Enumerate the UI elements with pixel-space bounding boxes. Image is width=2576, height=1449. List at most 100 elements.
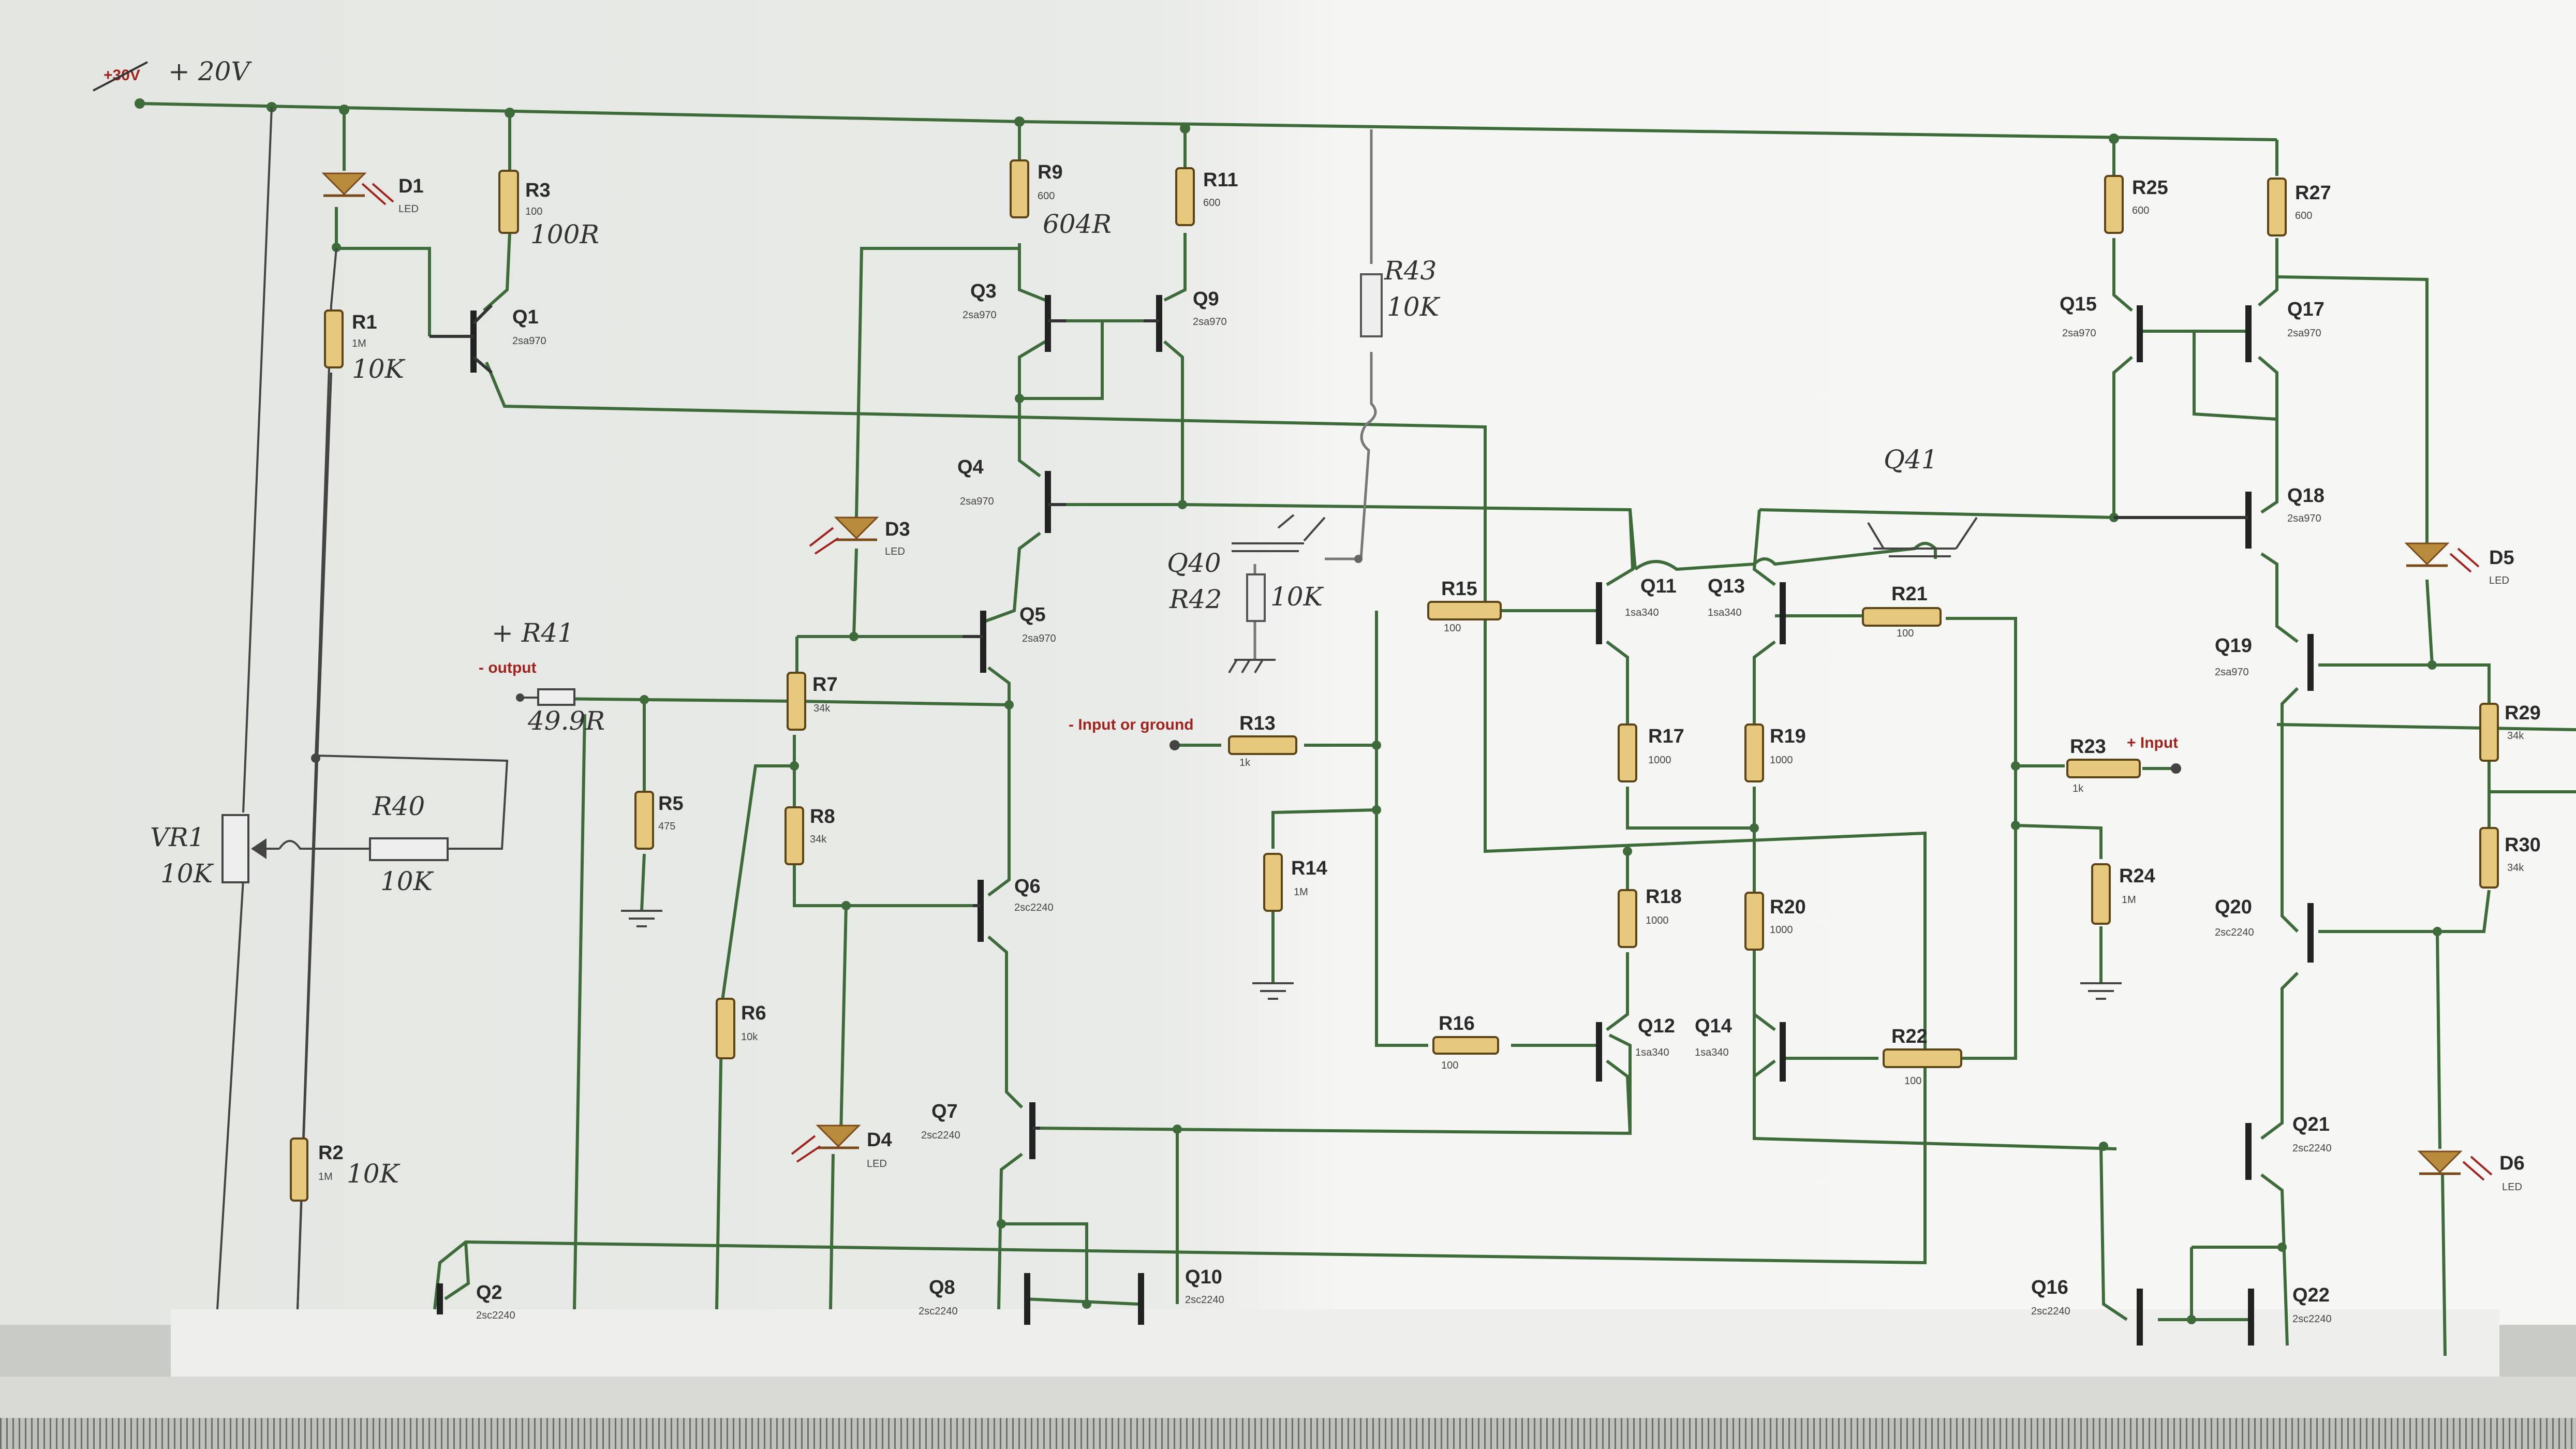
label-r40: R40: [372, 791, 425, 821]
transistor-q9: [1144, 295, 1162, 352]
ground-symbol: [1228, 659, 1276, 674]
label-r5: R5: [658, 793, 684, 815]
resistor-r19: [1744, 723, 1764, 782]
label-r13: R13: [1239, 713, 1276, 734]
value-d1: LED: [398, 203, 419, 215]
transistors: [430, 295, 2314, 1346]
label-q21: Q21: [2292, 1114, 2330, 1135]
label-q40: Q40: [1167, 548, 1221, 578]
value-r6: 10k: [741, 1031, 758, 1043]
led-d4: [791, 1125, 861, 1163]
value-q4: 2sa970: [960, 496, 994, 507]
resistor-r2: [290, 1137, 308, 1202]
hand-r43: 10K: [1387, 292, 1441, 322]
label-r22: R22: [1891, 1026, 1928, 1047]
label-q13: Q13: [1708, 575, 1745, 597]
label-r21: R21: [1891, 583, 1928, 605]
value-r16: 100: [1441, 1060, 1458, 1071]
label-q3: Q3: [970, 280, 997, 302]
label-q20: Q20: [2215, 896, 2252, 918]
value-r11: 600: [1203, 197, 1220, 209]
label-d1: D1: [398, 175, 424, 197]
value-q19: 2sa970: [2215, 667, 2249, 678]
label-r41: + R41: [492, 618, 574, 648]
label-d6: D6: [2499, 1152, 2525, 1174]
opto-transistor-q40: [1232, 514, 1326, 552]
label-r43: R43: [1384, 256, 1437, 286]
label-r16: R16: [1439, 1013, 1475, 1034]
label-r30: R30: [2505, 834, 2541, 856]
grounds: [621, 659, 2122, 1000]
label-d3: D3: [885, 519, 910, 540]
label-d4: D4: [867, 1129, 892, 1151]
label-r27: R27: [2295, 182, 2331, 204]
value-r8: 34k: [810, 834, 827, 845]
value-q12: 1sa340: [1635, 1047, 1669, 1058]
label-q2: Q2: [476, 1282, 502, 1304]
label-r8: R8: [810, 806, 835, 827]
value-d6: LED: [2502, 1181, 2522, 1193]
label-r6: R6: [741, 1002, 766, 1024]
opto-transistor-q41: [1867, 516, 1978, 557]
transistor-q1: [430, 304, 493, 374]
resistor-r20: [1744, 892, 1764, 951]
resistor-r14: [1263, 853, 1283, 912]
ruler-scale: [0, 1418, 2576, 1449]
led-d3: [809, 516, 879, 555]
label-q6: Q6: [1014, 876, 1041, 897]
label-q9: Q9: [1193, 288, 1219, 310]
hand-r1: 10K: [352, 354, 406, 384]
label-r42: R42: [1169, 584, 1222, 614]
resistor-r43: [1360, 273, 1383, 337]
label-r11: R11: [1203, 169, 1238, 191]
value-q8: 2sc2240: [919, 1306, 958, 1317]
value-q3: 2sa970: [963, 309, 997, 321]
resistor-r29: [2479, 703, 2499, 762]
value-r7: 34k: [813, 703, 831, 714]
label-r23: R23: [2070, 736, 2106, 758]
ground-symbol: [621, 910, 662, 927]
potentiometer-vr1: [221, 814, 249, 883]
value-r25: 600: [2132, 205, 2149, 216]
resistor-r40: [369, 837, 449, 861]
label-r9: R9: [1038, 161, 1063, 183]
label-r25: R25: [2132, 177, 2168, 199]
supply-voltage-label: + 20V: [168, 56, 252, 86]
value-r9: 600: [1038, 190, 1055, 202]
ground-symbol: [2080, 982, 2122, 1000]
value-q18: 2sa970: [2287, 513, 2321, 524]
hand-r3: 100R: [530, 219, 599, 249]
label-r15: R15: [1441, 578, 1477, 600]
label-q5: Q5: [1019, 604, 1046, 626]
resistor-r6: [716, 998, 735, 1059]
supply-labels: +30V + 20V: [93, 56, 252, 92]
resistor-r1: [324, 309, 344, 368]
resistor-r23: [2066, 759, 2141, 778]
value-r13: 1k: [1239, 757, 1251, 768]
resistor-r15: [1427, 601, 1502, 620]
resistors: [221, 159, 2499, 1202]
resistor-r30: [2479, 827, 2499, 889]
value-q15: 2sa970: [2062, 328, 2096, 339]
label-q18: Q18: [2287, 485, 2325, 507]
transistor-q4: [1045, 471, 1066, 533]
label-r17: R17: [1648, 726, 1684, 747]
value-r1: 1M: [352, 338, 366, 349]
input-terminal-label: + Input: [2127, 734, 2178, 751]
label-q1: Q1: [512, 306, 539, 328]
label-r7: R7: [812, 674, 838, 696]
value-q17: 2sa970: [2287, 328, 2321, 339]
label-q8: Q8: [929, 1277, 955, 1298]
value-q14: 1sa340: [1695, 1047, 1729, 1058]
resistor-r11: [1175, 167, 1195, 226]
led-d6: [2417, 1150, 2493, 1181]
value-q21: 2sc2240: [2292, 1143, 2332, 1154]
input-ground-terminal-label: - Input or ground: [1069, 716, 1194, 733]
value-q13: 1sa340: [1708, 607, 1742, 618]
resistor-r7: [787, 672, 806, 731]
value-q22: 2sc2240: [2292, 1313, 2332, 1325]
hand-r9: 604R: [1043, 209, 1112, 239]
value-q5: 2sa970: [1022, 633, 1056, 644]
value-r24: 1M: [2122, 894, 2136, 906]
